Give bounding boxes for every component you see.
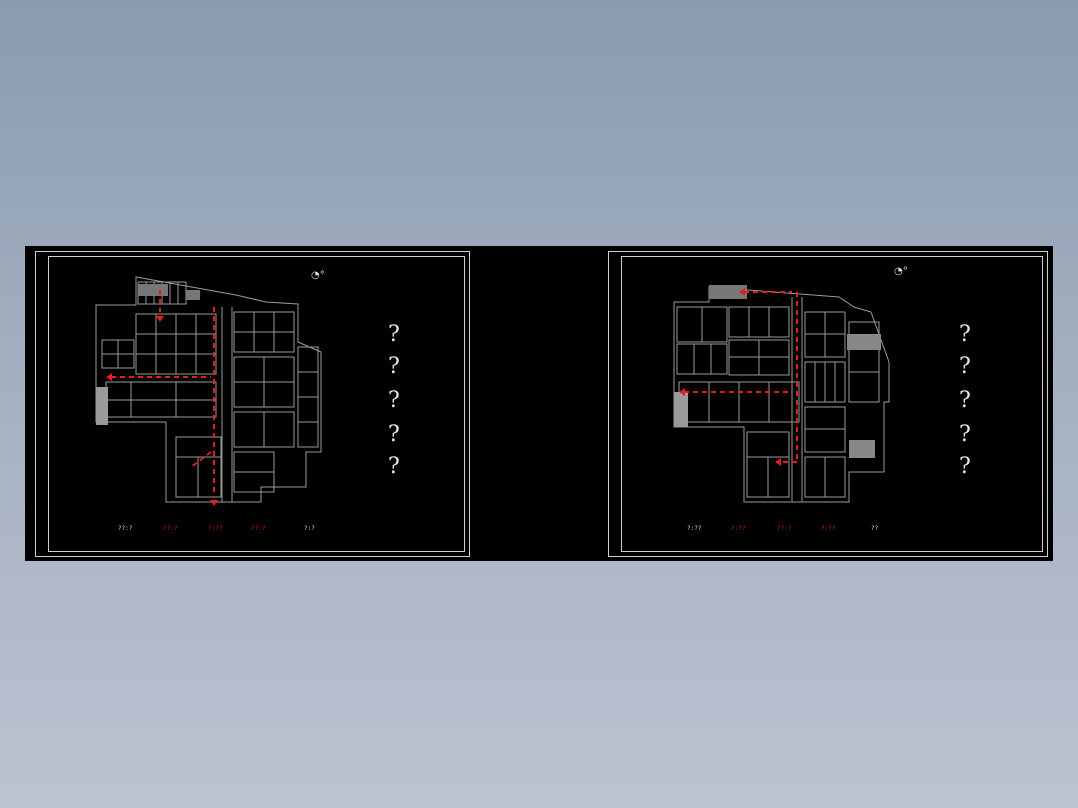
floor-plan-right <box>673 285 890 503</box>
side-label-1: ? <box>959 322 971 347</box>
legend-item-2: ?:?? <box>731 525 746 532</box>
legend-item-3: ?:?? <box>208 525 223 532</box>
side-label-2: ? <box>388 354 400 379</box>
side-label-2: ? <box>959 354 971 379</box>
north-arrow-icon: ◔° <box>311 270 325 281</box>
legend-item-4: ??:? <box>251 525 266 532</box>
legend-item-5: ?:? <box>304 525 315 532</box>
side-label-4: ? <box>388 422 400 447</box>
drawing-sheet-left[interactable]: ◔° ? ? ? ? ? ??:? ??:? ?:?? ??:? ?:? <box>35 251 470 557</box>
sheet-inner-frame <box>48 256 465 552</box>
legend-item-4: ?:?? <box>821 525 836 532</box>
legend-item-5: ?? <box>871 525 879 532</box>
side-label-4: ? <box>959 422 971 447</box>
drawing-sheet-right[interactable]: ◔° ? ? ? ? ? ?:?? ?:?? ??:? ?:?? ?? <box>608 251 1048 557</box>
legend-item-2: ??:? <box>163 525 178 532</box>
side-label-5: ? <box>388 454 400 479</box>
side-label-3: ? <box>388 388 400 413</box>
north-arrow-icon: ◔° <box>894 266 908 277</box>
legend-item-3: ??:? <box>777 525 792 532</box>
legend-item-1: ?:?? <box>687 525 702 532</box>
sheet-inner-frame <box>621 256 1043 552</box>
side-label-3: ? <box>959 388 971 413</box>
side-label-5: ? <box>959 454 971 479</box>
side-label-1: ? <box>388 322 400 347</box>
floor-plan-left <box>95 276 322 506</box>
cad-canvas[interactable]: ◔° ? ? ? ? ? ??:? ??:? ?:?? ??:? ?:? <box>25 246 1053 561</box>
legend-item-1: ??:? <box>118 525 133 532</box>
